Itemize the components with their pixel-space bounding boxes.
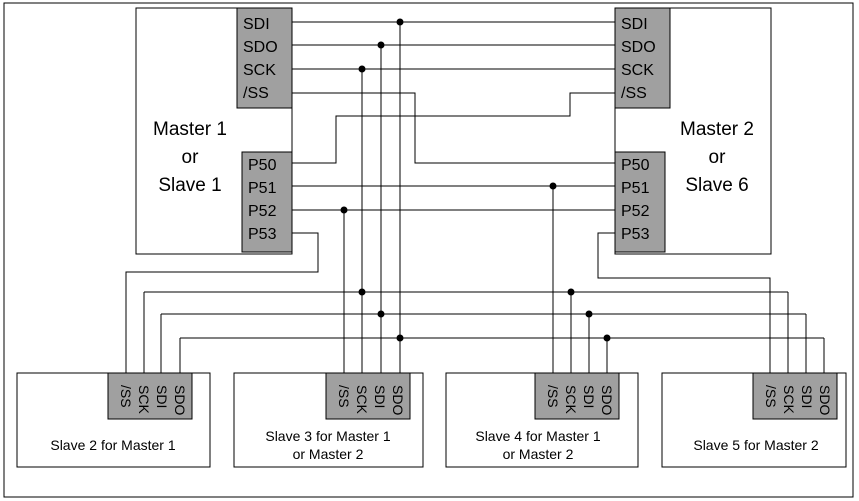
master1-pin-p53: P53 [248,226,277,243]
master2-label-line3: Slave 6 [685,175,748,196]
junction-p51 [549,182,557,190]
master2-port-pin-block [614,151,666,253]
master2-label-line2: or [709,147,727,168]
master1-port-pin-block [241,151,293,253]
master1-pin-p50: P50 [248,157,277,174]
slave4-pin-sdi: SDI [581,385,597,408]
junction-sdi-dist-left [377,310,385,318]
slave2-pin-block [107,372,193,420]
junction-sdo-dist-left [396,334,404,342]
wire-m2-p53-to-slave5-ss [597,232,771,383]
slave4-pin-sck: SCK [563,385,579,414]
slave2-pin-sdi: SDI [154,385,170,408]
slave4: /SS SCK SDI SDO Slave 4 for Master 1 or … [445,372,639,468]
master2-pin-ss: /SS [621,85,647,102]
master2-pin-p53: P53 [621,226,650,243]
wire-m1-ss-to-m2-p50 [292,92,615,164]
slave5-pin-sdi: SDI [799,385,815,408]
master2-spi-pin-block [614,7,671,109]
junction-sck [358,65,366,73]
junction-sck-dist-right [567,288,575,296]
slave5-pin-ss: /SS [763,385,779,408]
master2-pin-p51: P51 [621,180,650,197]
slave5-pin-sck: SCK [781,385,797,414]
slave3-pin-block [325,372,411,420]
master1-label-line2: or [182,147,200,168]
junction-sck-dist-left [358,288,366,296]
slave2-label-line1: Slave 2 for Master 1 [50,437,175,453]
slave4-label-line2: or Master 2 [503,446,574,462]
junction-sdi [396,18,404,26]
master2-pin-p50: P50 [621,157,650,174]
master1-pin-p52: P52 [248,203,277,220]
slave2-pin-ss: /SS [118,385,134,408]
junction-sdo [377,41,385,49]
master2-pin-sck: SCK [621,62,654,79]
slave2-pin-sck: SCK [136,385,152,414]
slave2: /SS SCK SDI SDO Slave 2 for Master 1 [16,372,211,468]
slave3: /SS SCK SDI SDO Slave 3 for Master 1 or … [233,372,424,468]
slave3-pin-sdi: SDI [372,385,388,408]
slave3-pin-ss: /SS [336,385,352,408]
slave4-label-line1: Slave 4 for Master 1 [475,428,600,444]
master1-pin-sck: SCK [243,62,276,79]
slave5-label-line1: Slave 5 for Master 2 [693,437,818,453]
slave4-pin-ss: /SS [545,385,561,408]
junction-sdi-dist-right [585,310,593,318]
slave3-label-line2: or Master 2 [293,446,364,462]
outer-frame [3,2,854,498]
master1-spi-pin-block [236,7,293,109]
master2-pin-sdo: SDO [621,39,656,56]
master1-label-line3: Slave 1 [158,175,221,196]
junction-sdo-dist-right [603,334,611,342]
slave5-pin-block [752,372,838,420]
master2-pin-p52: P52 [621,203,650,220]
master2-label-line1: Master 2 [680,119,754,140]
master1-pin-sdi: SDI [243,16,270,33]
slave4-pin-sdo: SDO [599,385,615,415]
slave4-pin-block [534,372,620,420]
master1-pin-ss: /SS [243,85,269,102]
wiring [125,21,825,383]
slave3-label-line1: Slave 3 for Master 1 [265,428,390,444]
junctions [340,18,611,342]
slave3-pin-sdo: SDO [390,385,406,415]
slave3-pin-sck: SCK [354,385,370,414]
junction-p52 [340,206,348,214]
wire-m2-ss-to-m1-p50 [292,92,615,164]
master2-pin-sdi: SDI [621,16,648,33]
slave2-pin-sdo: SDO [172,385,188,415]
slave5: /SS SCK SDI SDO Slave 5 for Master 2 [661,372,847,468]
slave5-pin-sdo: SDO [817,385,833,415]
master1-pin-sdo: SDO [243,39,278,56]
master1-label-line1: Master 1 [153,119,227,140]
master1-pin-p51: P51 [248,180,277,197]
wire-m1-p53-to-slave2-ss [125,232,319,383]
